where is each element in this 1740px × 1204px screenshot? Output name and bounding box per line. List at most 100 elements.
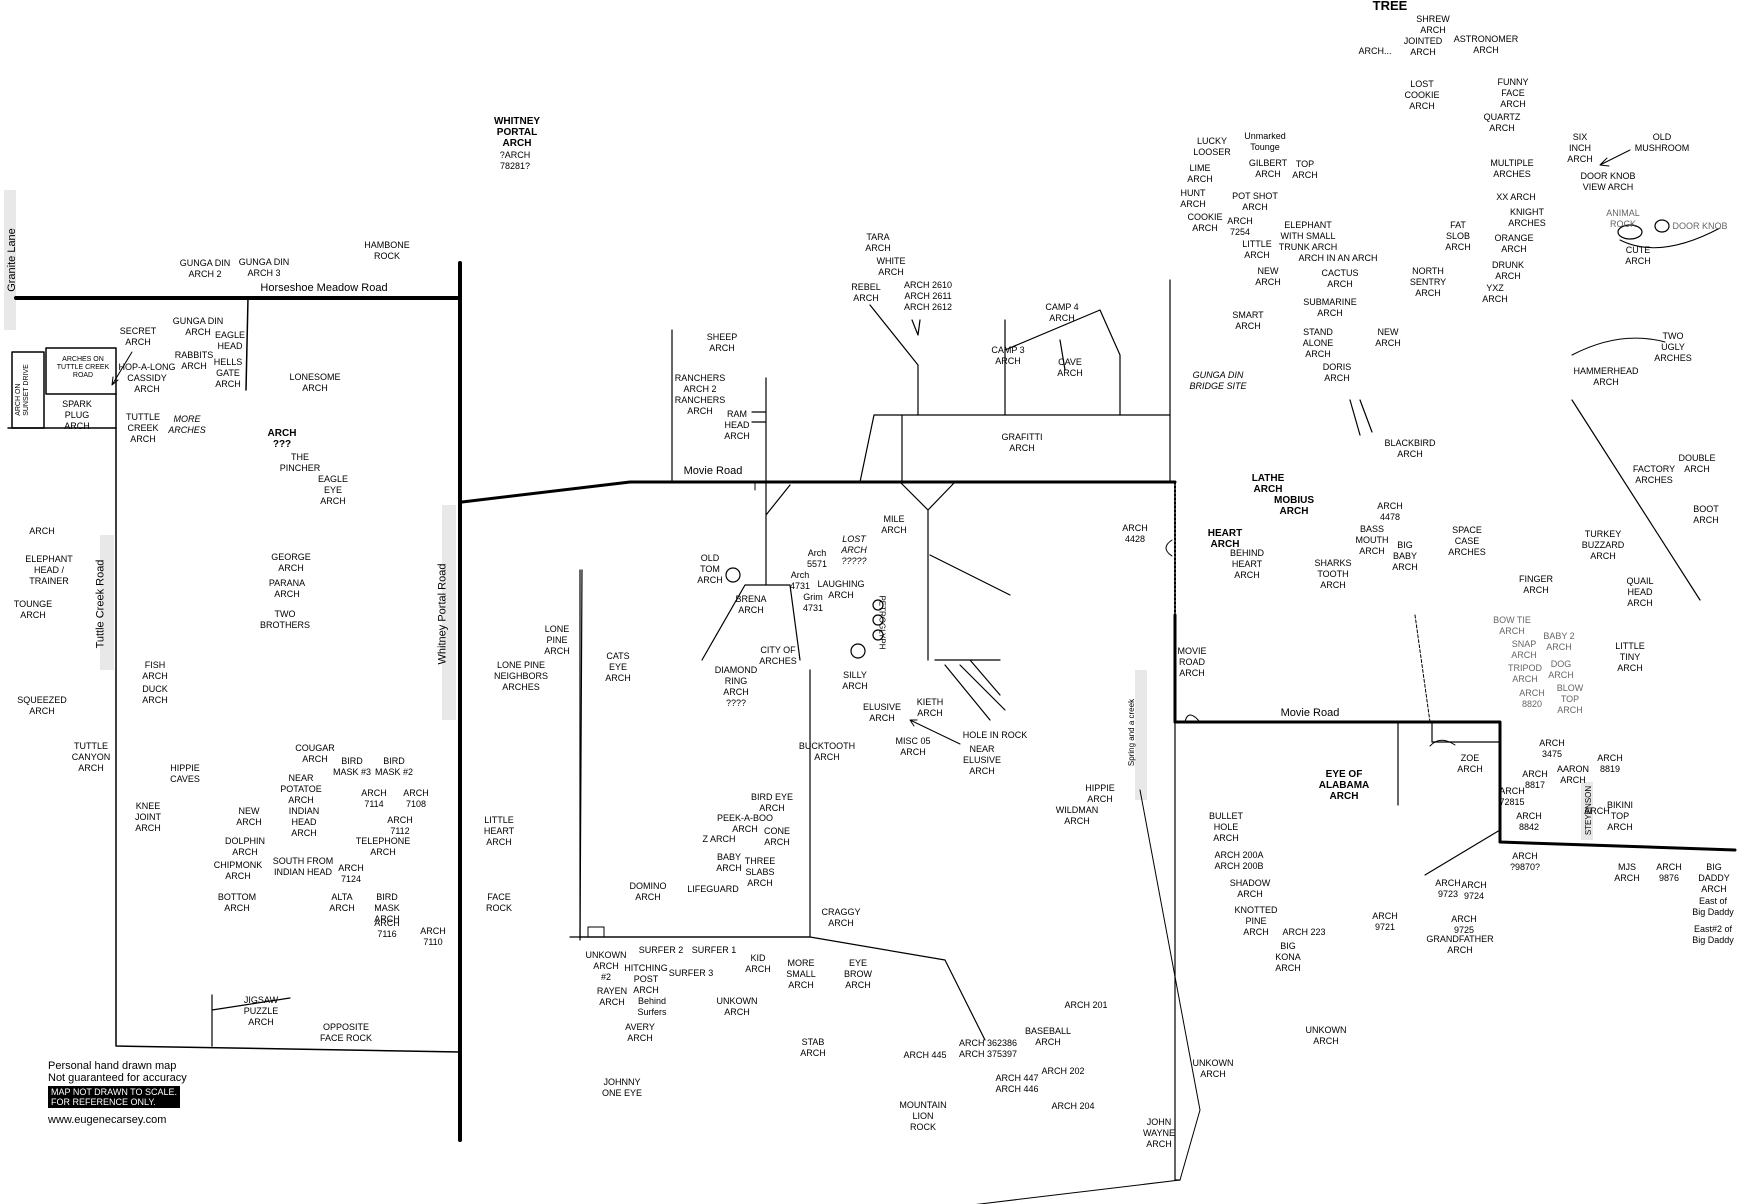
place-label: ELEPHANT WITH SMALL TRUNK ARCH [1278, 220, 1338, 252]
place-label: BLACKBIRD ARCH [1384, 438, 1436, 459]
hole-in-rock-lines [934, 659, 1006, 721]
place-label: HAMBONE ROCK [364, 240, 410, 261]
more-arches-label: MORE ARCHES [168, 414, 206, 435]
place-label: EYE OF ALABAMA ARCH [1318, 769, 1370, 802]
place-label: ARCH 8817 [1522, 769, 1548, 790]
grandfather-road [1424, 829, 1501, 876]
place-label: SILLY ARCH [842, 670, 868, 691]
place-label: SURFER 1 [691, 945, 737, 955]
place-label: SURFER 3 [668, 968, 714, 978]
place-label: GUNGA DIN ARCH [172, 316, 224, 337]
movie-road-north-label: Movie Road [683, 465, 743, 477]
cemetery-road [211, 994, 291, 1047]
movie-road-bump-1 [754, 481, 769, 491]
place-label: HITCHING POST ARCH [624, 963, 668, 995]
place-label: HOP-A-LONG CASSIDY ARCH [118, 362, 176, 394]
place-label: LITTLE ARCH [1242, 239, 1272, 260]
place-label: ARCH 7110 [420, 926, 446, 947]
place-label: OLD TOM ARCH [697, 553, 723, 585]
place-label: GUNGA DIN ARCH 3 [238, 257, 290, 278]
place-label: BABY 2 ARCH [1543, 631, 1575, 652]
place-label: DOOR KNOB [1672, 221, 1728, 231]
place-label: FACTORY ARCHES [1632, 464, 1676, 485]
whitney-portal-road-label: Whitney Portal Road [436, 563, 449, 665]
place-label: BEHIND HEART ARCH [1229, 548, 1265, 580]
place-label: BASS MOUTH ARCH [1355, 524, 1389, 556]
place-label: ARCH 223 [1282, 927, 1326, 937]
place-label: THE PINCHER [279, 452, 321, 473]
place-label: EAGLE HEAD [214, 330, 246, 351]
place-label: DRUNK ARCH [1491, 260, 1525, 281]
place-label: SHREW ARCH [1416, 14, 1450, 35]
place-label: OLD MUSHROOM [1634, 132, 1690, 153]
horseshoe-meadow-road-label: Horseshoe Meadow Road [260, 282, 388, 294]
place-label: KID ARCH [745, 953, 771, 974]
place-label: East of Big Daddy [1692, 896, 1734, 917]
place-label: HELLS GATE ARCH [213, 357, 243, 389]
place-label: SMART ARCH [1232, 310, 1264, 331]
place-label: BIG DADDY ARCH [1698, 862, 1730, 894]
place-label: EYE BROW ARCH [844, 958, 872, 990]
place-label: Arch 4731 [789, 570, 811, 591]
movie-road-loop [1184, 714, 1201, 723]
place-label: ARCH ?9870? [1509, 851, 1541, 872]
place-label: SOUTH FROM INDIAN HEAD [272, 856, 334, 877]
place-label: ARCH IN AN ARCH [1298, 253, 1378, 263]
zoe-loop [1429, 739, 1456, 747]
place-label: COUGAR ARCH [295, 743, 335, 764]
movie-road-north [460, 480, 1177, 504]
arch-on-sunset-label: ARCH ON SUNSET DRIVE [14, 364, 30, 416]
place-label: XX ARCH [1496, 192, 1536, 202]
gunga-din-bridge-label: GUNGA DIN BRIDGE SITE [1189, 370, 1247, 391]
place-label: DIAMOND RING ARCH ???? [714, 665, 758, 708]
petroglyph-label: PETROGLYPH [877, 595, 887, 650]
place-label: HIPPIE CAVES [170, 763, 200, 784]
place-label: KNIGHT ARCHES [1508, 207, 1546, 228]
place-label: HAMMERHEAD ARCH [1573, 366, 1639, 387]
old-tom-circle [725, 567, 741, 583]
place-label: KIETH ARCH [916, 697, 944, 718]
place-label: HEART ARCH [1207, 528, 1243, 550]
place-label: COOKIE ARCH [1187, 212, 1223, 233]
place-label: QUAIL HEAD ARCH [1626, 576, 1654, 608]
place-label: DUCK ARCH [142, 684, 168, 705]
place-label: INDIAN HEAD ARCH [288, 806, 320, 838]
place-label: GEORGE ARCH [271, 552, 311, 573]
place-label: TUTTLE CANYON ARCH [71, 741, 111, 773]
brena-junction [701, 481, 801, 661]
camp-road [1004, 279, 1171, 416]
place-label: ARCH 4478 [1377, 501, 1403, 522]
diagonal-1 [929, 554, 1011, 596]
place-label: ARCH 3475 [1539, 738, 1565, 759]
place-label: ELEPHANT HEAD / TRAINER [25, 554, 73, 586]
blackbird-v [1349, 399, 1373, 436]
place-label: CAVE ARCH [1057, 357, 1083, 378]
place-label: DOLPHIN ARCH [224, 836, 266, 857]
place-label: CUTE ARCH [1625, 245, 1651, 266]
place-label: ALTA ARCH [329, 892, 355, 913]
place-label: WHITNEY PORTAL ARCH [493, 116, 541, 149]
place-label: OPPOSITE FACE ROCK [319, 1022, 373, 1043]
place-label: ARCH 7114 [361, 788, 387, 809]
place-label: MISC 05 ARCH [895, 736, 931, 757]
place-label: BOW TIE ARCH [1493, 615, 1531, 636]
zoe-road [1397, 721, 1501, 806]
place-label: ORANGE ARCH [1494, 233, 1534, 254]
place-label: BIRD MASK #2 [374, 756, 414, 777]
place-label: FACE ROCK [485, 892, 513, 913]
place-label: SQUEEZED ARCH [17, 695, 67, 716]
place-label: SPARK PLUG ARCH [62, 399, 92, 431]
place-label: SECRET ARCH [119, 326, 157, 347]
place-label: LONE PINE ARCH [544, 624, 570, 656]
place-label: GRAFITTI ARCH [1001, 432, 1043, 453]
place-label: FAT SLOB ARCH [1445, 220, 1471, 252]
place-label: PARANA ARCH [268, 578, 306, 599]
place-label: MILE ARCH [881, 514, 907, 535]
website-link[interactable]: www.eugenecarsey.com [48, 1114, 167, 1126]
place-label: RAYEN ARCH [596, 986, 628, 1007]
place-label: CACTUS ARCH [1321, 268, 1359, 289]
place-label: ASTRONOMER ARCH [1453, 34, 1519, 55]
place-label: BABY ARCH [716, 852, 742, 873]
place-label: ARCH ??? [267, 428, 297, 450]
lone-pine-road [579, 569, 583, 941]
